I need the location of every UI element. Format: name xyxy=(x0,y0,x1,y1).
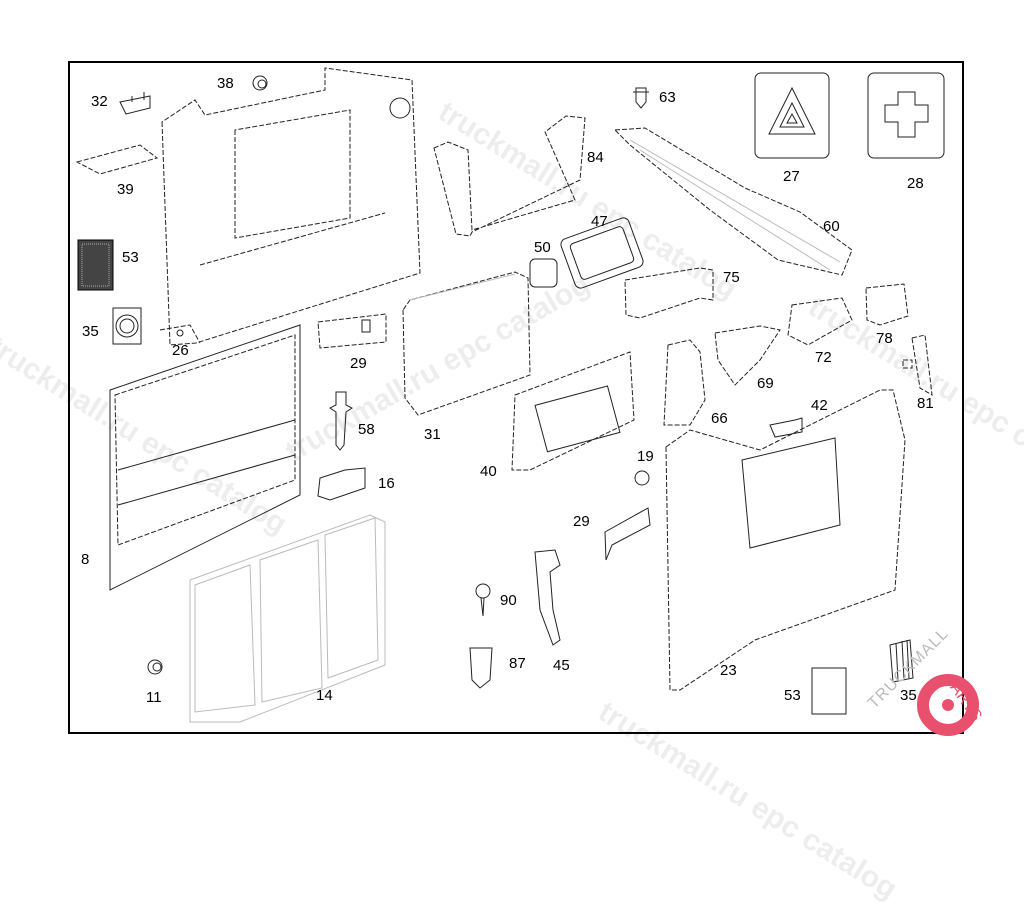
bracket-69 xyxy=(714,325,781,386)
handle-29 xyxy=(317,313,387,349)
push-pin-58 xyxy=(329,391,353,451)
gasket-14 xyxy=(189,514,386,723)
warning-triangle-box-27 xyxy=(754,72,830,159)
vent-35 xyxy=(889,639,914,683)
callout-35-lower: 35 xyxy=(900,687,917,704)
callout-31: 31 xyxy=(424,426,441,443)
diagram-frame xyxy=(68,61,964,734)
callout-29-lower: 29 xyxy=(573,513,590,530)
callout-50: 50 xyxy=(534,239,551,256)
callout-63: 63 xyxy=(659,89,676,106)
callout-35: 35 xyxy=(82,323,99,340)
callout-16: 16 xyxy=(378,475,395,492)
door-panel-23 xyxy=(665,389,906,691)
callout-11: 11 xyxy=(146,689,162,706)
clip-87 xyxy=(469,647,493,689)
callout-90: 90 xyxy=(500,592,517,609)
callout-27: 27 xyxy=(783,168,800,185)
clip-16 xyxy=(317,467,366,501)
callout-42: 42 xyxy=(811,397,828,414)
callout-66: 66 xyxy=(711,410,728,427)
callout-84: 84 xyxy=(587,149,604,166)
screw-90 xyxy=(475,583,491,617)
speaker-35 xyxy=(112,307,142,345)
first-aid-box-28 xyxy=(867,72,945,159)
clip-63 xyxy=(633,87,649,109)
trim-66 xyxy=(663,339,706,426)
bracket-81 xyxy=(902,334,933,396)
callout-28: 28 xyxy=(907,175,924,192)
callout-69: 69 xyxy=(757,375,774,392)
armrest-84 xyxy=(433,115,586,237)
floor-strip-60 xyxy=(613,127,853,276)
door-panel-31 xyxy=(402,271,531,416)
panel-40 xyxy=(511,351,635,471)
callout-38: 38 xyxy=(217,75,234,92)
pad-53 xyxy=(811,667,847,715)
callout-53: 53 xyxy=(122,249,139,266)
warning-triangle-icon xyxy=(768,86,816,135)
callout-29: 29 xyxy=(350,355,367,372)
door-trim-8 xyxy=(109,324,301,591)
bracket-29 xyxy=(604,507,651,561)
grille-53 xyxy=(77,239,114,291)
callout-39: 39 xyxy=(117,181,134,198)
callout-40: 40 xyxy=(480,463,497,480)
callout-47: 47 xyxy=(591,213,608,230)
callout-26: 26 xyxy=(172,342,189,359)
frame-47 xyxy=(560,217,644,289)
callout-32: 32 xyxy=(91,93,108,110)
truckmall-logo xyxy=(917,674,979,736)
clip-38 xyxy=(252,75,268,91)
bracket-72 xyxy=(787,297,853,346)
callout-87: 87 xyxy=(509,655,526,672)
callout-72: 72 xyxy=(815,349,832,366)
nut-11 xyxy=(147,659,163,675)
parts-diagram xyxy=(75,67,979,736)
callout-23: 23 xyxy=(720,662,737,679)
first-aid-cross-icon xyxy=(884,91,929,138)
bracket-45 xyxy=(534,549,561,646)
bracket-78 xyxy=(865,283,909,326)
cap-50 xyxy=(529,258,558,288)
callout-58: 58 xyxy=(358,421,375,438)
side-wall-panel-26 xyxy=(159,67,421,346)
callout-14: 14 xyxy=(316,687,333,704)
clip-19 xyxy=(634,470,650,486)
bracket-32 xyxy=(119,92,151,115)
callout-19: 19 xyxy=(637,448,654,465)
callout-81: 81 xyxy=(917,395,934,412)
bracket-75 xyxy=(624,267,714,319)
callout-60: 60 xyxy=(823,218,840,235)
callout-53-lower: 53 xyxy=(784,687,801,704)
callout-78: 78 xyxy=(876,330,893,347)
clip-42 xyxy=(769,417,803,438)
callout-8: 8 xyxy=(81,551,90,568)
callout-75: 75 xyxy=(723,269,740,286)
callout-45: 45 xyxy=(553,657,570,674)
strip-39 xyxy=(75,144,159,175)
